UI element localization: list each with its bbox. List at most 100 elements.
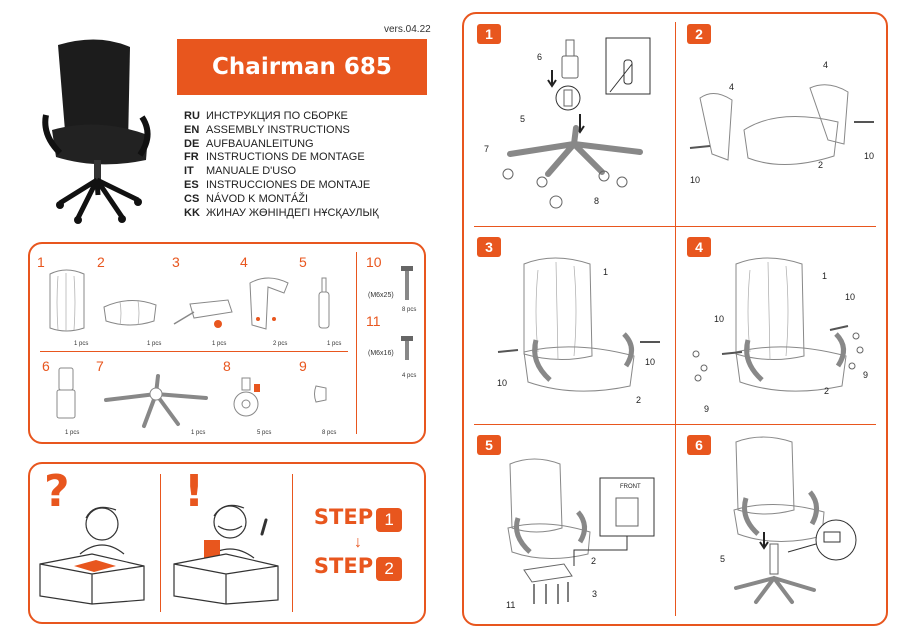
part-quantity: 1 pcs: [191, 430, 206, 436]
step4-label: 9: [863, 370, 869, 380]
step6-label: 5: [720, 554, 726, 564]
step4-label: 2: [824, 386, 830, 396]
mechanism-part-icon: [173, 299, 233, 328]
step2-label: 10: [864, 151, 875, 161]
part-quantity: 1 pcs: [65, 430, 80, 436]
steps-divider-horizontal: [474, 226, 876, 227]
step2-label: 10: [690, 175, 701, 185]
parts-panel: [28, 242, 426, 444]
bolt-m6x25-icon: [401, 266, 413, 300]
step-badge: 3: [477, 237, 501, 257]
step1-label: 6: [537, 52, 543, 62]
steps-divider-vertical: [675, 22, 676, 616]
step4-label: 1: [822, 271, 828, 281]
step2-label: 2: [818, 160, 824, 170]
step6-illustration: [733, 436, 857, 604]
part-number: 3: [172, 254, 180, 270]
step3-label: 2: [636, 395, 642, 405]
armrest-part-icon: [249, 277, 289, 330]
hint-panel: [28, 462, 426, 624]
part-number: 5: [299, 254, 307, 270]
step2-illustration: [689, 84, 874, 165]
seat-part-icon: [103, 300, 157, 326]
hint-divider: [292, 474, 293, 612]
part-quantity: 5 pcs: [257, 430, 272, 436]
part-number: 6: [42, 358, 50, 374]
version-label: vers.04.22: [384, 24, 431, 35]
step4-label: 10: [845, 292, 856, 302]
chair-photo: [42, 39, 151, 224]
part-quantity: 1 pcs: [327, 341, 342, 347]
step4-label: 10: [714, 314, 725, 324]
part-number: 2: [97, 254, 105, 270]
down-arrow-icon: ↓: [354, 533, 362, 551]
part-quantity: 4 pcs: [402, 373, 417, 379]
part-quantity: 1 pcs: [212, 341, 227, 347]
step-word: STEP: [313, 553, 374, 578]
step-from-badge: 1: [376, 507, 403, 532]
base-part-icon: [104, 374, 208, 428]
backrest-part-icon: [49, 269, 85, 332]
part-quantity: 8 pcs: [402, 307, 417, 313]
exclamation-mark: !: [184, 466, 205, 517]
step1-illustration: [502, 37, 651, 209]
part-number: 11: [366, 313, 381, 329]
part-quantity: 1 pcs: [147, 341, 162, 347]
step4-illustration: [692, 257, 864, 392]
step5-label: 2: [591, 556, 597, 566]
cap-part-icon: [314, 385, 327, 403]
steps-divider-horizontal: [474, 424, 876, 425]
step4-label: 9: [704, 404, 710, 414]
bolt-m6x16-icon: [401, 336, 413, 360]
part-number: 10: [366, 254, 382, 270]
step2-label: 4: [823, 60, 829, 70]
question-mark: ?: [44, 466, 70, 517]
step-badge: 6: [687, 435, 711, 455]
step-badge: 1: [477, 24, 501, 44]
assembly-steps-panel: [462, 12, 888, 626]
step-word: STEP: [313, 505, 374, 529]
part-number: 1: [37, 254, 45, 270]
happy-person-illustration: [173, 504, 279, 605]
step3-label: 1: [603, 267, 609, 277]
step-badge: 2: [687, 24, 711, 44]
cover-part-icon: [56, 367, 76, 419]
parts-divider-vertical: [356, 252, 357, 434]
hint-divider: [160, 474, 161, 612]
step1-label: 7: [484, 144, 490, 154]
product-title: Chairman 685: [177, 39, 427, 95]
step5-illustration: [507, 458, 655, 604]
part-size: (M6x25): [368, 292, 394, 299]
step-badge: 5: [477, 435, 501, 455]
gas-lift-part-icon: [318, 277, 330, 329]
part-quantity: 8 pcs: [322, 430, 337, 436]
part-number: 4: [240, 254, 248, 270]
step3-label: 10: [645, 357, 656, 367]
step1-label: 5: [520, 114, 526, 124]
step5-label: 11: [506, 600, 516, 610]
part-number: 9: [299, 358, 307, 374]
step5-label: 3: [592, 589, 598, 599]
step3-label: 10: [497, 378, 508, 388]
step-to-badge: 2: [376, 556, 403, 581]
step-badge: 4: [687, 237, 711, 257]
confused-person-illustration: [39, 506, 145, 605]
part-number: 7: [96, 358, 104, 374]
part-quantity: 1 pcs: [74, 341, 89, 347]
step5-front-label: FRONT: [620, 484, 641, 490]
caster-part-icon: [233, 377, 260, 417]
part-number: 8: [223, 358, 231, 374]
step3-illustration: [497, 257, 660, 392]
parts-divider-horizontal: [40, 351, 348, 352]
part-size: (M6x16): [368, 350, 394, 357]
step2-label: 4: [729, 82, 735, 92]
